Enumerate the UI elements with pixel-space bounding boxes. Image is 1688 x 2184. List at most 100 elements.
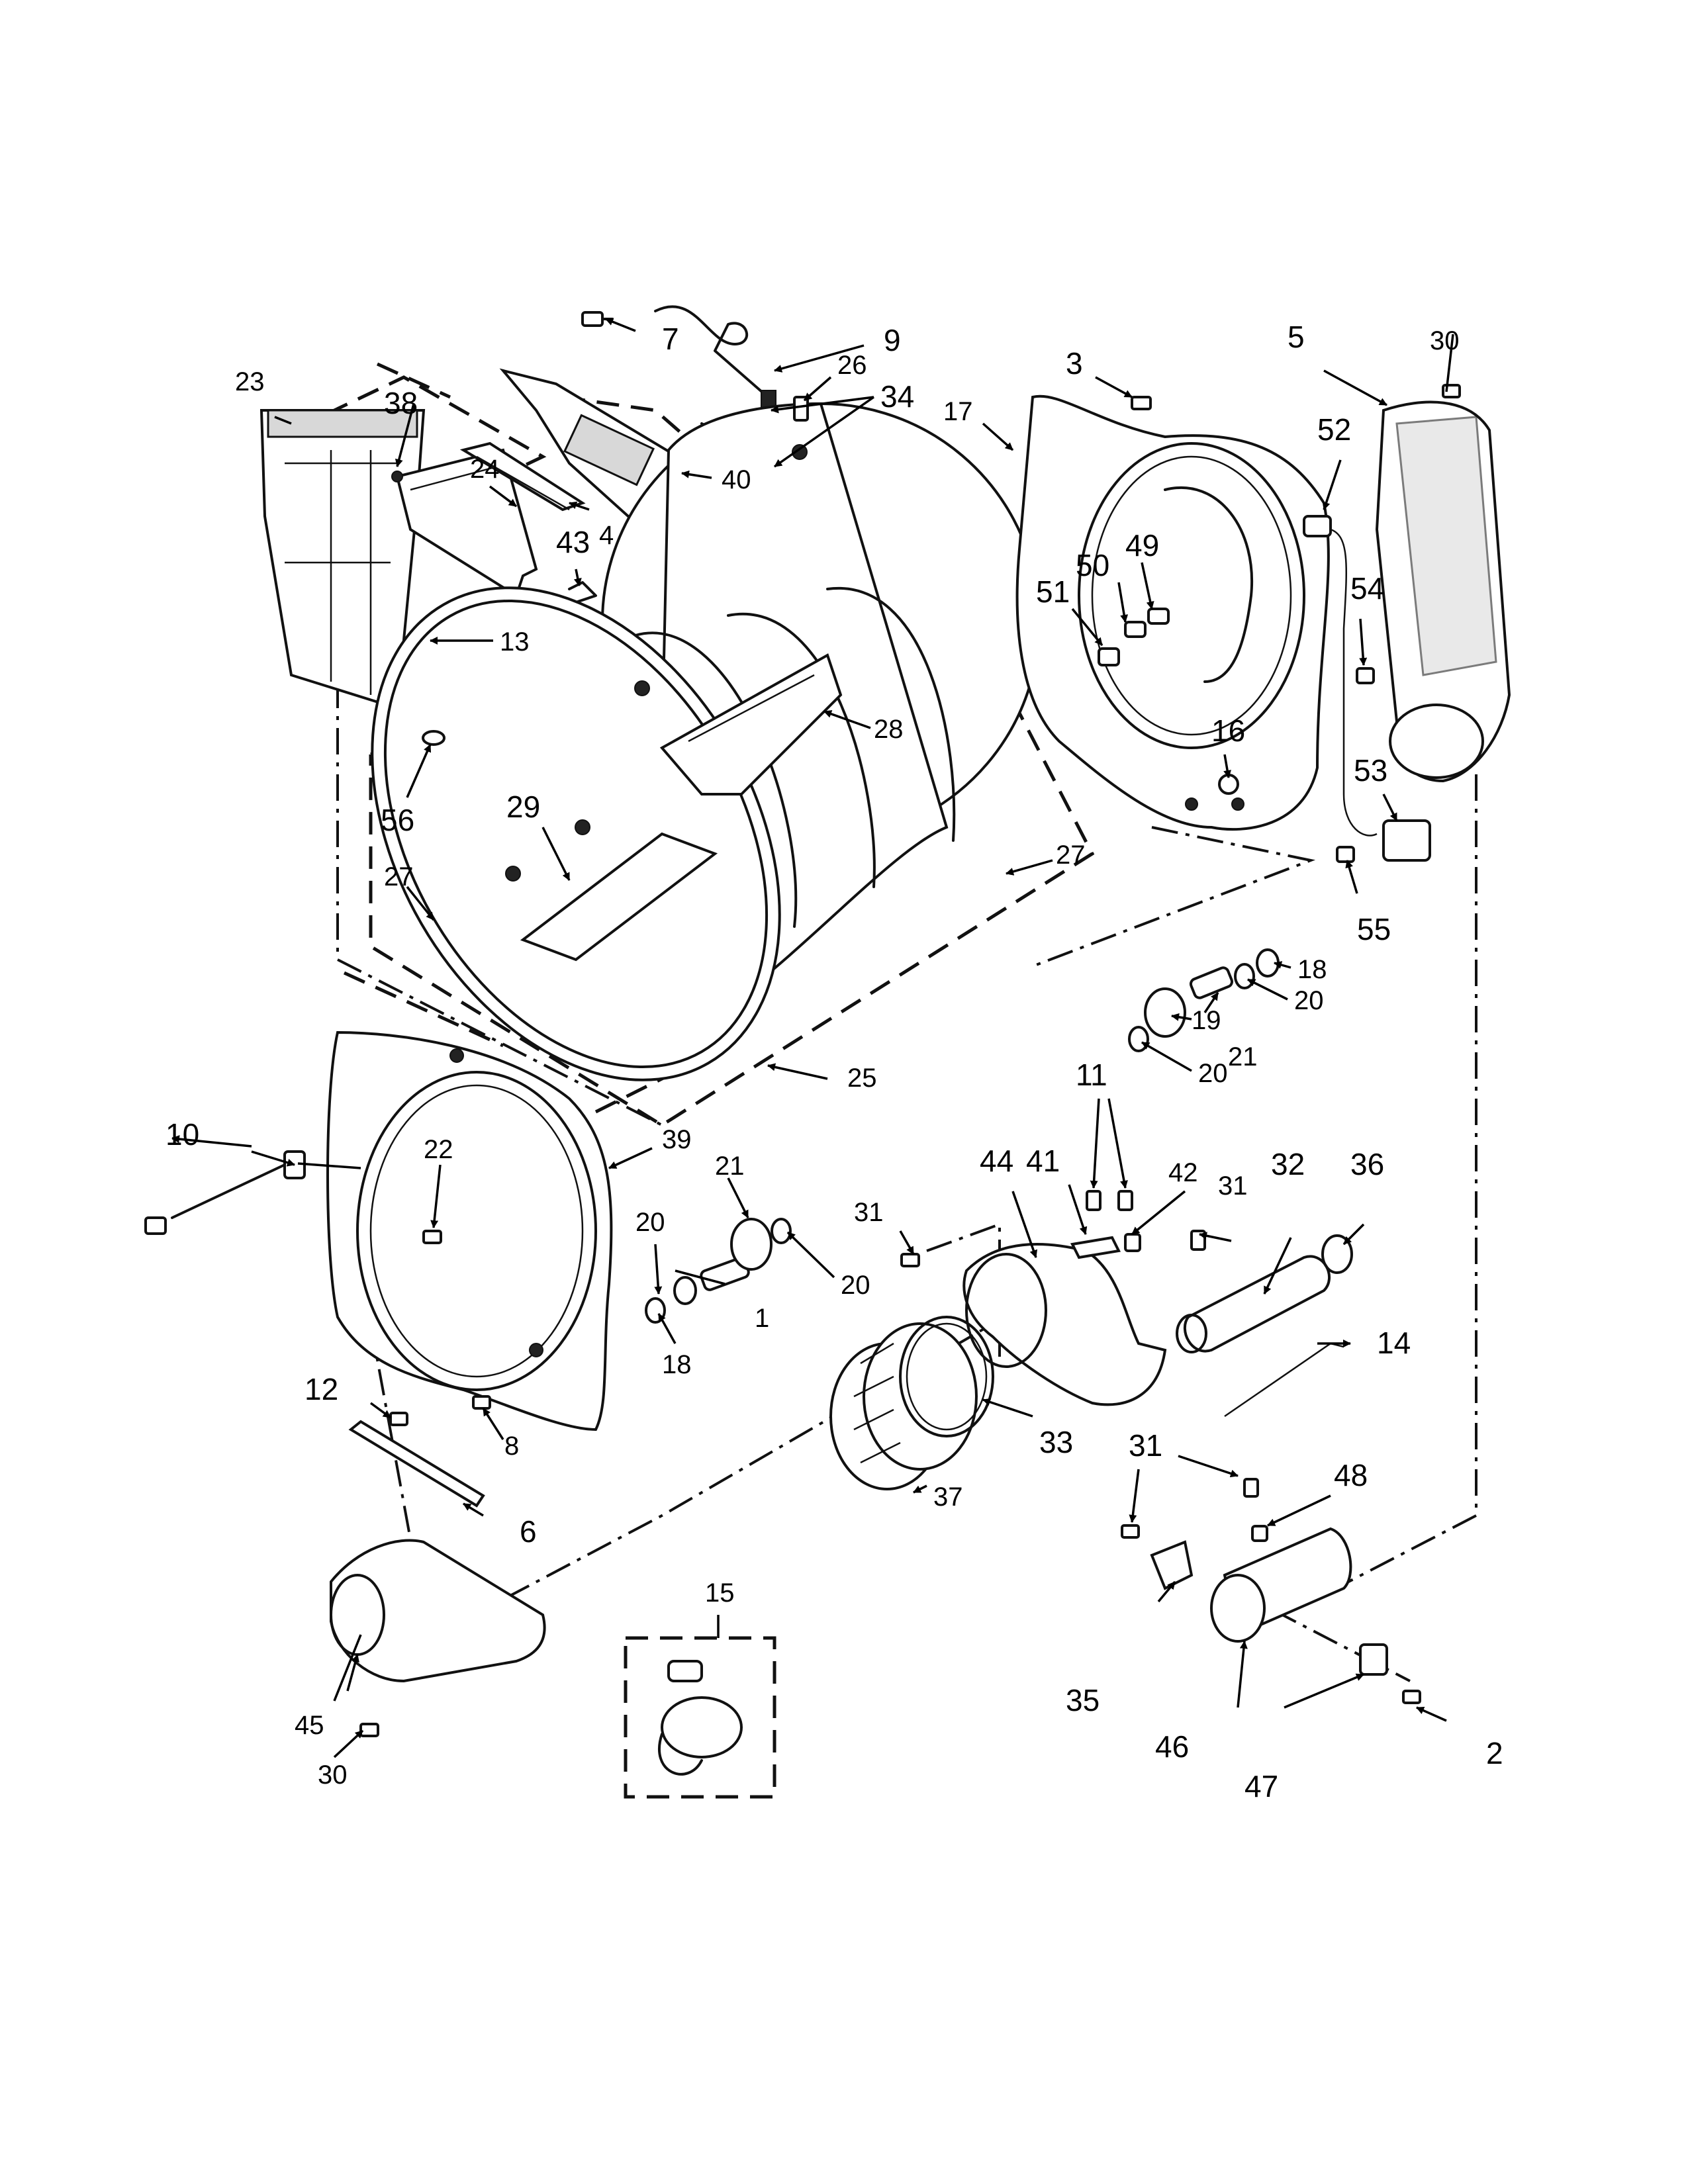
callout-22: 22: [424, 1135, 453, 1164]
callout-46: 46: [1155, 1729, 1189, 1764]
ring-36-part: [1321, 1234, 1353, 1274]
callout-27b: 27: [1056, 841, 1086, 870]
callout-16: 16: [1211, 713, 1245, 748]
callout-21: 21: [1228, 1042, 1258, 1071]
callout-42: 42: [1168, 1158, 1198, 1187]
lint-screen-part: [259, 409, 426, 710]
callout-2: 2: [1486, 1736, 1503, 1770]
leader-lines: [171, 318, 1454, 1758]
callout-52: 52: [1317, 412, 1351, 447]
callout-29: 29: [506, 790, 540, 824]
clip-48-part: [1251, 1525, 1268, 1542]
callout-8: 8: [504, 1432, 519, 1461]
screw-31-a-part: [900, 1253, 920, 1267]
screw-31-d-part: [1121, 1524, 1140, 1539]
callout-18: 18: [1297, 955, 1327, 984]
screw-31-c-part: [1243, 1478, 1259, 1498]
callout-20d: 20: [841, 1271, 870, 1300]
callout-5: 5: [1288, 320, 1305, 354]
front-bulkhead-part: [326, 1030, 613, 1432]
bracket-35-part: [1150, 1540, 1194, 1590]
callout-31: 31: [854, 1198, 884, 1227]
callout-31b: 31: [1218, 1171, 1248, 1201]
sensor-parts: [1098, 608, 1170, 666]
seal-33-part: [899, 1316, 994, 1437]
callout-19: 19: [1192, 1006, 1221, 1035]
callout-20b: 20: [1198, 1059, 1228, 1088]
callout-53: 53: [1354, 753, 1387, 788]
wire-14-part: [1224, 1342, 1344, 1418]
blower-housing-44-part: [962, 1243, 1167, 1406]
callout-48: 48: [1334, 1458, 1368, 1492]
callout-37: 37: [933, 1482, 963, 1512]
callout-24: 24: [470, 455, 500, 484]
callout-11: 11: [1076, 1058, 1107, 1092]
callout-51: 51: [1036, 574, 1070, 609]
callout-20: 20: [1294, 986, 1324, 1015]
callout-43: 43: [556, 525, 590, 559]
callout-15: 15: [705, 1578, 735, 1608]
screw-26-part: [793, 396, 809, 422]
callout-30b: 30: [318, 1760, 348, 1790]
callout-25: 25: [847, 1064, 877, 1093]
clip-42-part: [1124, 1233, 1141, 1252]
screw-30-bottom-part: [359, 1723, 379, 1737]
callout-labels: 1 2 3 4 5 6 7 8 9 10 11 12 13 14 15 16 1…: [165, 320, 1503, 1803]
door-switch-10-part: [144, 1150, 306, 1235]
screw-22-part: [422, 1230, 442, 1244]
callout-49: 49: [1125, 528, 1159, 563]
callout-7: 7: [662, 322, 679, 356]
clip-55-part: [1336, 846, 1355, 863]
callout-12: 12: [305, 1372, 338, 1406]
callout-28: 28: [874, 715, 904, 744]
screws-11-part: [1086, 1190, 1133, 1211]
callout-54: 54: [1350, 571, 1384, 606]
callout-14: 14: [1377, 1326, 1411, 1360]
rear-bearing-assembly: [1128, 948, 1280, 1052]
screw-3-part: [1131, 396, 1152, 410]
callout-13: 13: [500, 627, 530, 657]
callout-50: 50: [1076, 548, 1109, 582]
callout-33: 33: [1039, 1425, 1073, 1459]
tube-32-part: [1176, 1255, 1331, 1353]
heater-46-part: [1210, 1527, 1352, 1643]
callout-39: 39: [662, 1125, 692, 1154]
callout-44: 44: [980, 1144, 1013, 1178]
rear-bulkhead-part: [1015, 394, 1330, 831]
thermostat-47-part: [1359, 1643, 1388, 1676]
callout-30: 30: [1430, 326, 1460, 355]
callout-23: 23: [235, 367, 265, 396]
screw-2-part: [1402, 1690, 1421, 1704]
callout-55: 55: [1357, 912, 1391, 946]
kit-box-15: [624, 1636, 776, 1799]
strap-6-part: [348, 1395, 491, 1508]
callout-45: 45: [295, 1711, 324, 1740]
screw-31-b-part: [1190, 1230, 1206, 1251]
callout-20c: 20: [635, 1208, 665, 1237]
washer-56-part: [422, 730, 445, 746]
callout-56: 56: [381, 803, 414, 837]
callout-9: 9: [884, 323, 901, 357]
callout-34: 34: [880, 379, 914, 414]
callout-10: 10: [165, 1117, 199, 1152]
screw-16-part: [1218, 774, 1239, 795]
callout-3: 3: [1066, 346, 1083, 381]
valve-53-part: [1382, 819, 1431, 862]
bracket-41-part: [1070, 1236, 1121, 1259]
callout-27: 27: [384, 862, 414, 891]
callout-26: 26: [837, 351, 867, 380]
callout-1: 1: [755, 1304, 769, 1333]
callout-17: 17: [943, 397, 973, 426]
callout-6: 6: [520, 1514, 537, 1549]
callout-40: 40: [722, 465, 751, 494]
baffle-29-part: [520, 832, 718, 962]
clip-54-part: [1356, 667, 1375, 684]
exhaust-duct-5-part: [1375, 400, 1511, 783]
callout-47: 47: [1244, 1769, 1278, 1803]
thermistor-52-part: [1303, 515, 1378, 837]
baffle-28-part: [659, 653, 843, 796]
lint-bracket-part: [459, 441, 586, 512]
callout-21b: 21: [715, 1152, 745, 1181]
callout-35: 35: [1066, 1683, 1100, 1717]
